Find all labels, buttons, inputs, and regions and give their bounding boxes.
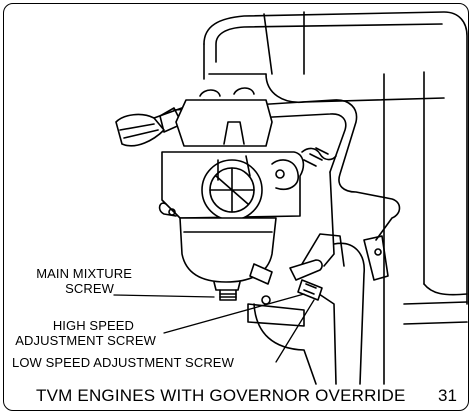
engine-housing — [203, 11, 468, 385]
page-number: 31 — [438, 386, 457, 405]
illustration-frame: MAIN MIXTURE SCREW HIGH SPEED ADJUSTMENT… — [3, 3, 469, 411]
label-main-mixture-line2: SCREW — [65, 281, 114, 296]
choke-lever — [115, 99, 235, 147]
carburetor-body — [158, 87, 305, 221]
leader-high-speed — [163, 293, 305, 334]
leader-low-speed — [275, 299, 315, 363]
label-high-speed-line2: ADJUSTMENT SCREW — [15, 333, 156, 348]
float-bowl — [179, 217, 277, 291]
label-low-speed-screw: LOW SPEED ADJUSTMENT SCREW — [12, 355, 234, 370]
label-high-speed-line1: HIGH SPEED — [52, 318, 134, 333]
figure-caption: TVM ENGINES WITH GOVERNOR OVERRIDE — [36, 386, 406, 405]
leader-main-mixture — [113, 294, 215, 298]
label-main-mixture-screw: MAIN MIXTURE SCREW — [16, 266, 132, 296]
callout-leaders — [113, 293, 315, 363]
carburetor-illustration — [113, 11, 468, 385]
label-main-mixture-line1: MAIN MIXTURE — [36, 266, 132, 281]
label-high-speed-screw: HIGH SPEED ADJUSTMENT SCREW — [6, 318, 156, 348]
adjustment-screws — [219, 259, 323, 327]
